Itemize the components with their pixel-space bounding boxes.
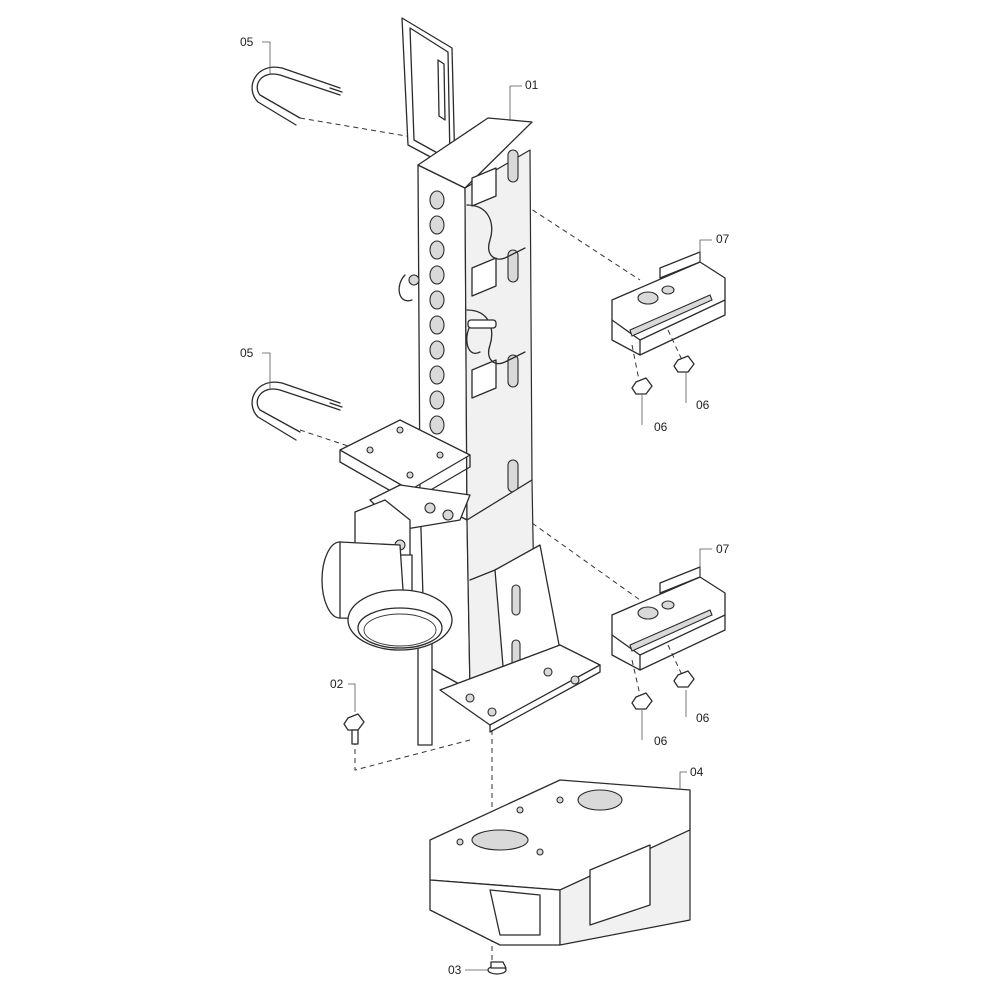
callout-03: 03 xyxy=(448,963,462,977)
leader-lines xyxy=(262,41,712,971)
jack-wheel-assembly xyxy=(321,419,471,746)
mounting-bracket-lower xyxy=(611,566,726,671)
side-slots xyxy=(471,149,519,493)
callout-06-lower-right: 06 xyxy=(696,711,710,725)
adjustment-holes xyxy=(429,190,445,435)
callout-02: 02 xyxy=(330,677,344,691)
flange-nut xyxy=(487,961,507,975)
callout-05-lower: 05 xyxy=(240,346,254,360)
nuts xyxy=(631,355,695,710)
callout-06-lower-left: 06 xyxy=(654,734,668,748)
callout-07-lower: 07 xyxy=(716,542,730,556)
mounting-bracket-upper xyxy=(611,251,726,356)
callout-07-upper: 07 xyxy=(716,232,730,246)
callout-04: 04 xyxy=(690,765,704,779)
bumper-mount-bracket xyxy=(429,779,691,946)
hex-bolt xyxy=(343,713,365,745)
upright-post-part xyxy=(398,17,601,733)
callout-06-upper-right: 06 xyxy=(696,398,710,412)
u-bolt-upper xyxy=(251,66,343,126)
callout-01: 01 xyxy=(525,78,539,92)
callout-05-upper: 05 xyxy=(240,35,254,49)
u-bolt-lower xyxy=(251,381,343,441)
callout-06-upper-left: 06 xyxy=(654,420,668,434)
callout-labels: 01 05 05 07 06 06 07 06 06 02 04 03 xyxy=(240,35,730,977)
